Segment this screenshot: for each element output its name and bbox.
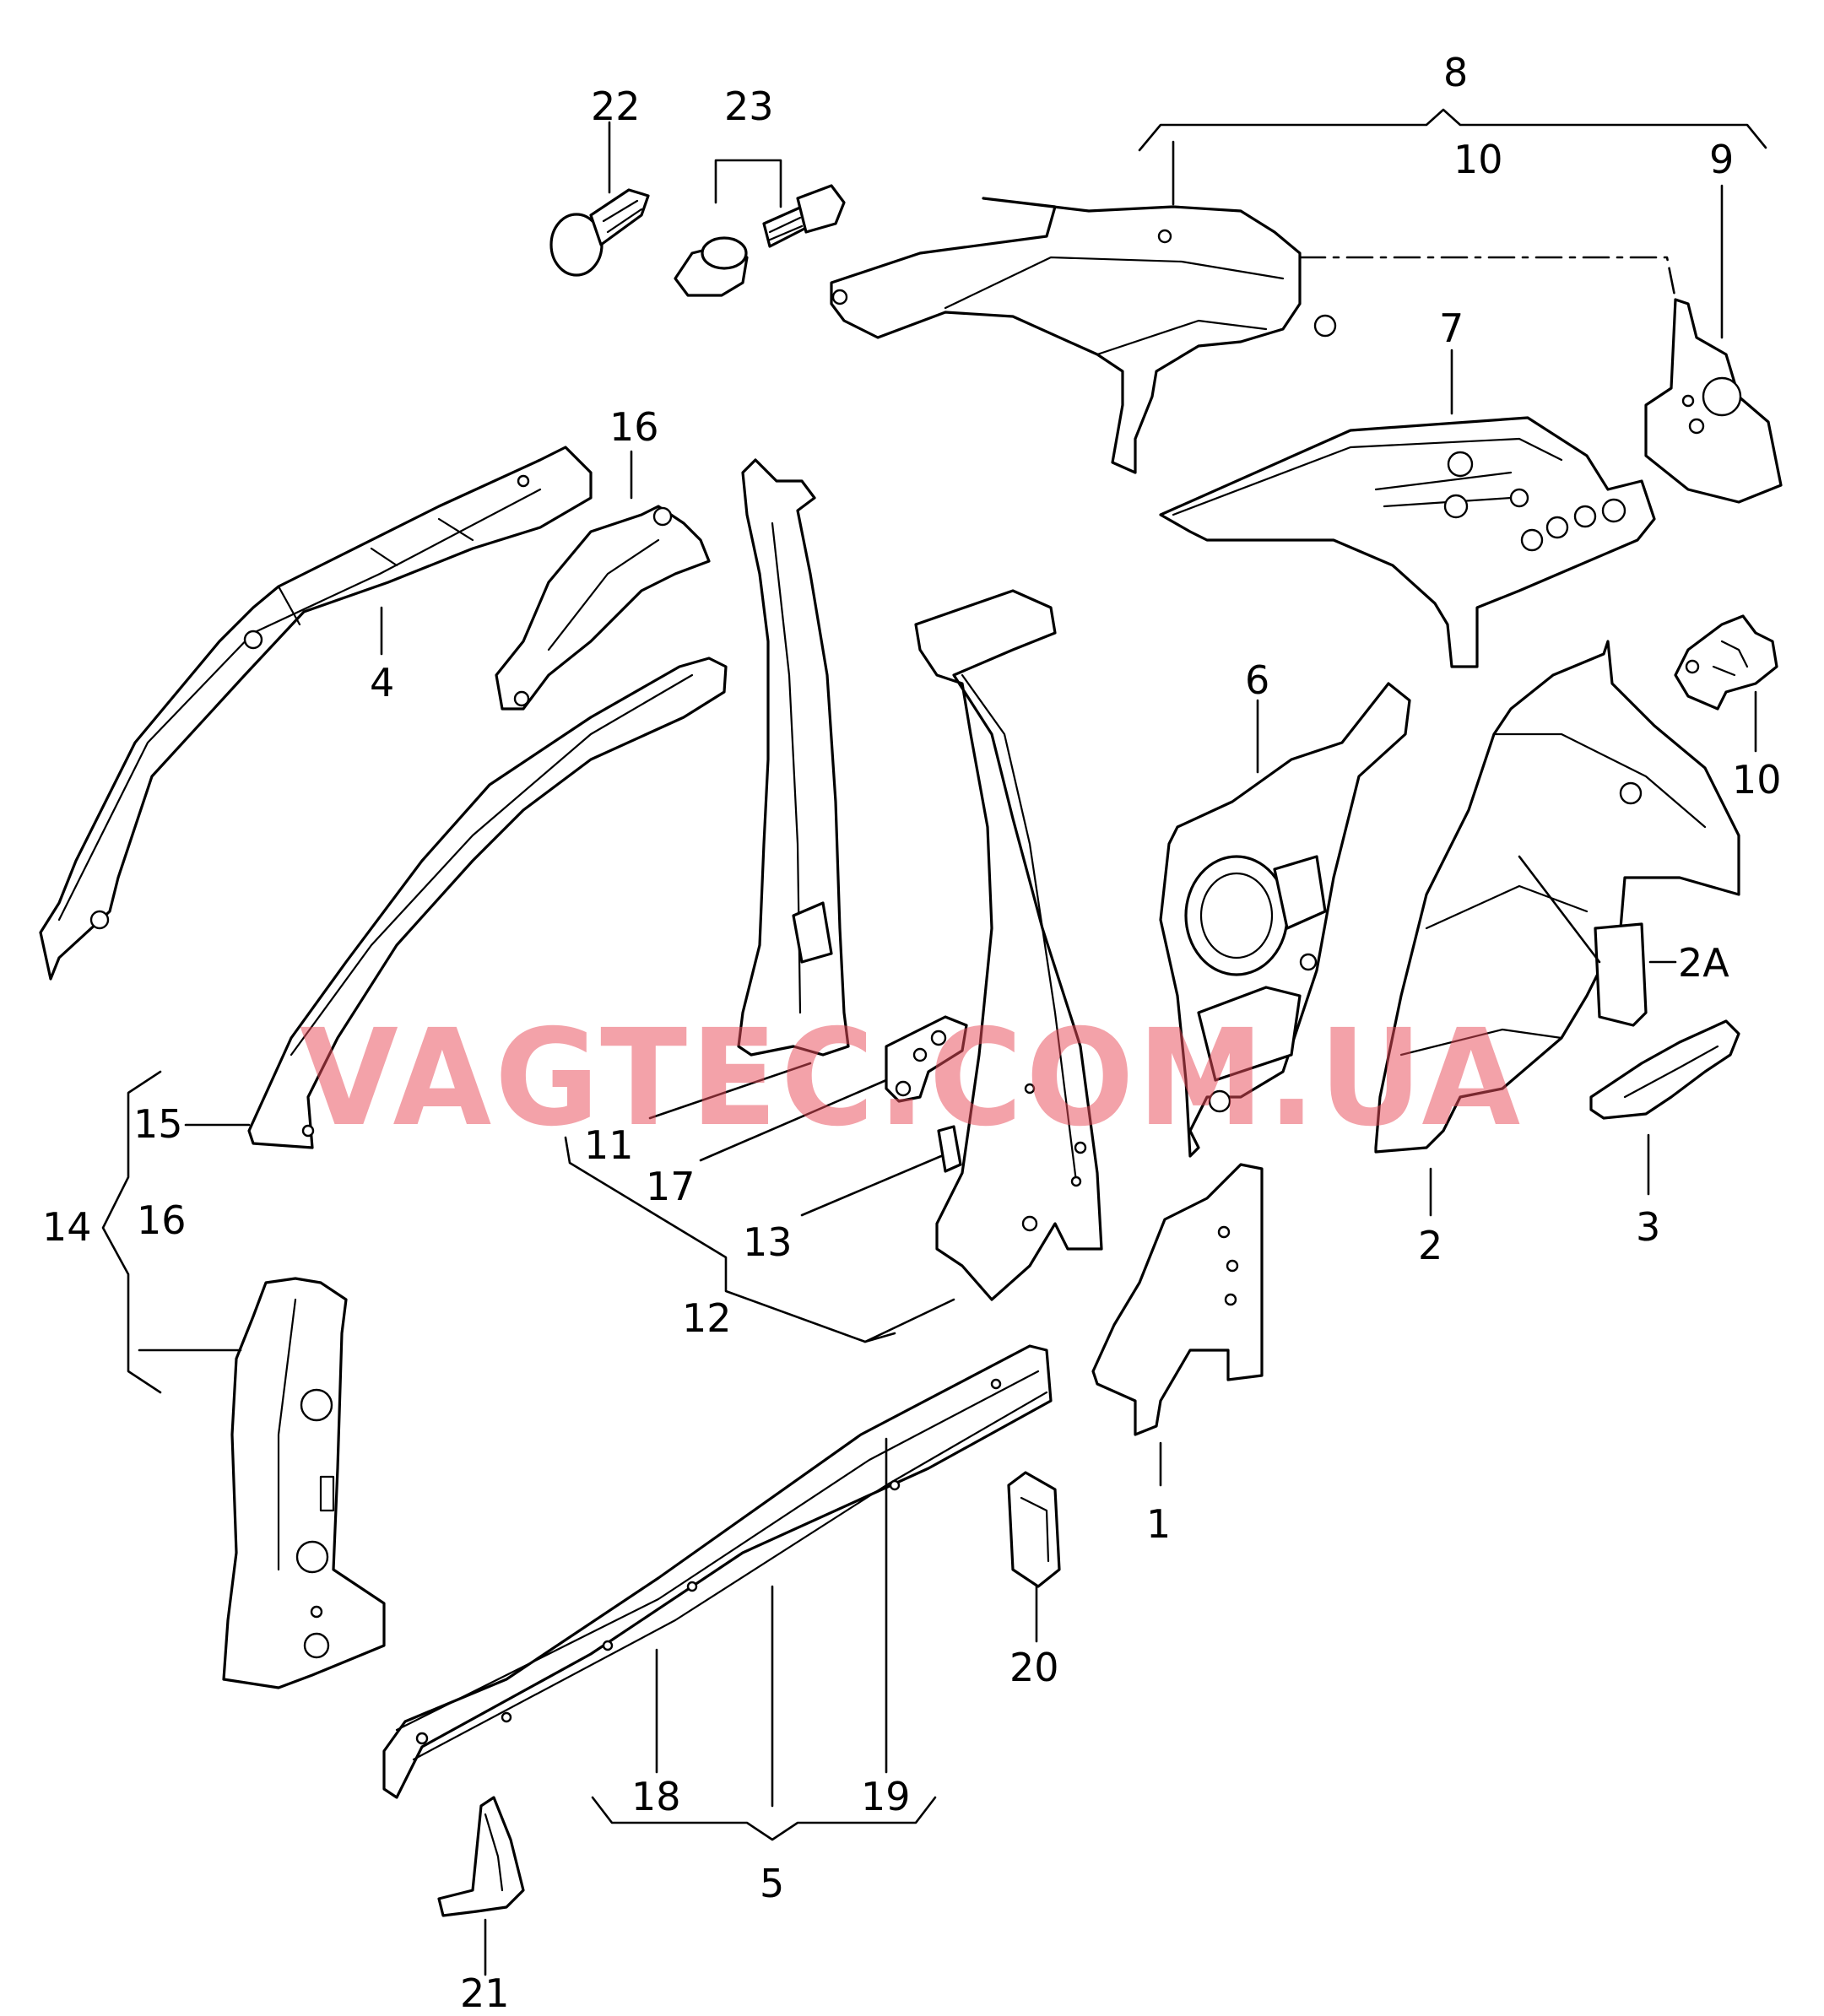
callout-22: 22 bbox=[591, 84, 641, 129]
callout-2a: 2A bbox=[1678, 940, 1729, 986]
part-7-reinforcement bbox=[1159, 416, 1656, 668]
callout-17: 17 bbox=[646, 1164, 696, 1209]
part-2a-pad bbox=[1594, 922, 1648, 1027]
part-5-sill bbox=[382, 1344, 1053, 1799]
part-10-small-bracket bbox=[1674, 614, 1778, 711]
callout-12: 12 bbox=[682, 1295, 732, 1341]
part-16-gusset bbox=[495, 505, 711, 711]
callout-9: 9 bbox=[1709, 137, 1734, 182]
part-1-pillar-lower bbox=[1091, 1163, 1264, 1436]
part-12-b-pillar-outer bbox=[914, 589, 1103, 1301]
part-13-small-tab bbox=[937, 1125, 962, 1173]
callout-14: 14 bbox=[42, 1204, 92, 1250]
part-22-clip bbox=[549, 188, 650, 277]
part-23-nut-bolt bbox=[674, 184, 846, 297]
part-15-a-pillar bbox=[247, 657, 728, 1149]
callout-13: 13 bbox=[743, 1219, 793, 1265]
callout-2: 2 bbox=[1418, 1223, 1442, 1268]
part-14-a-pillar-lower bbox=[222, 1277, 386, 1689]
callout-21: 21 bbox=[460, 1970, 510, 2016]
callout-1: 1 bbox=[1146, 1501, 1171, 1547]
callout-5: 5 bbox=[760, 1861, 784, 1906]
part-11-b-pillar-inner bbox=[737, 458, 850, 1057]
callout-20: 20 bbox=[1009, 1645, 1059, 1690]
callout-6: 6 bbox=[1245, 657, 1269, 703]
leader-lines bbox=[101, 108, 1767, 1976]
callout-19: 19 bbox=[861, 1774, 911, 1819]
callout-18: 18 bbox=[631, 1774, 681, 1819]
callout-10-top: 10 bbox=[1453, 137, 1503, 182]
part-17-hinge-plate bbox=[885, 1015, 968, 1103]
part-9-bracket bbox=[1644, 298, 1783, 504]
part-3-spacer bbox=[1589, 1019, 1740, 1120]
callout-11: 11 bbox=[584, 1122, 634, 1168]
callout-16-top: 16 bbox=[609, 404, 659, 450]
part-2-wheelhouse bbox=[1374, 640, 1740, 1154]
part-4-roof-frame bbox=[39, 446, 593, 981]
callout-10-right: 10 bbox=[1732, 757, 1782, 803]
callout-3: 3 bbox=[1636, 1204, 1660, 1250]
callout-15: 15 bbox=[133, 1101, 183, 1147]
callout-23: 23 bbox=[724, 84, 774, 129]
part-6-quarter-inner bbox=[1159, 682, 1411, 1158]
callout-8: 8 bbox=[1443, 50, 1468, 95]
callout-7: 7 bbox=[1439, 305, 1464, 351]
part-8-upper-panel bbox=[830, 197, 1337, 474]
callout-16-left: 16 bbox=[137, 1197, 187, 1243]
part-20-bracket bbox=[1007, 1471, 1061, 1588]
part-21-bracket bbox=[437, 1796, 525, 1917]
callout-labels: 22 23 8 10 9 7 16 4 6 10 2A 2 3 15 14 16… bbox=[42, 50, 1782, 2016]
watermark-text: VAGTEC.COM.UA bbox=[300, 1001, 1524, 1156]
callout-4: 4 bbox=[370, 660, 394, 705]
